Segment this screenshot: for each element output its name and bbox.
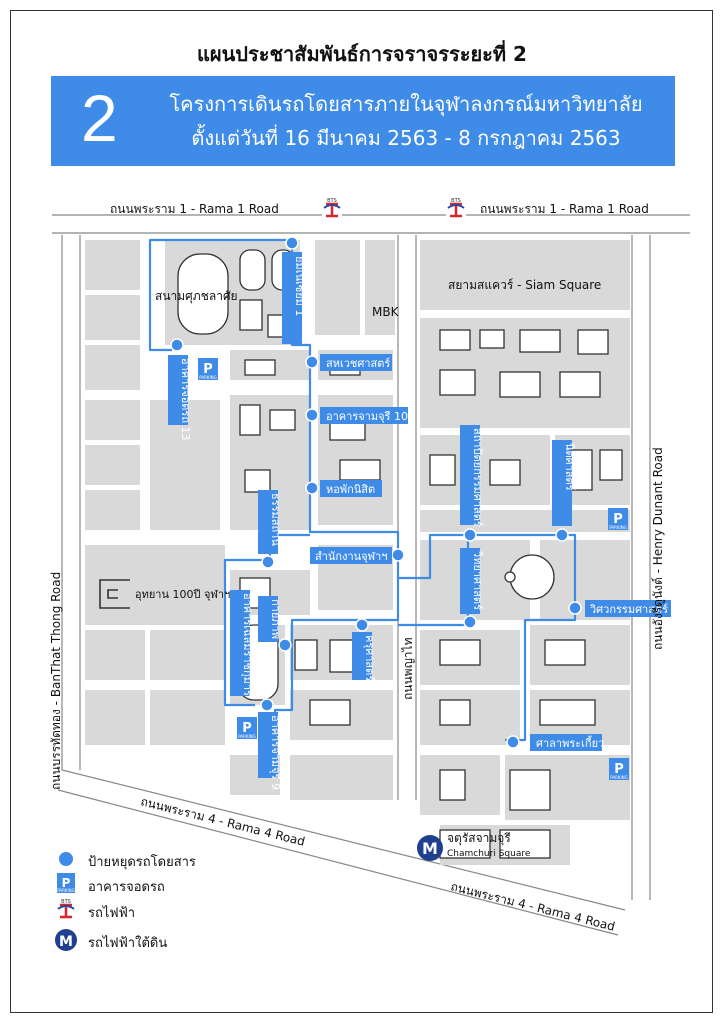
place-stadium: สนามศุภชลาศัย <box>155 289 238 304</box>
svg-text:PARKING: PARKING <box>609 525 627 530</box>
road-rama1-left: ถนนพระราม 1 - Rama 1 Road <box>110 202 279 216</box>
stop-label-engineering: วิศวกรรมศาสตร์ <box>589 603 668 616</box>
stop-label-parking13: อาคารจอดรถ 13 <box>179 358 192 440</box>
svg-text:BTS: BTS <box>451 198 461 204</box>
road-banthat: ถนนบรรทัดทอง - BanThat Thong Road <box>49 572 63 790</box>
stop-tags <box>168 252 671 778</box>
legend-parking-icon: P PARKING <box>57 873 75 893</box>
stop-label-chamchuri10: อาคารจามจุรี 10 <box>326 410 408 423</box>
banner-date-line: ตั้งแต่วันที่ 16 มีนาคม 2563 - 8 กรกฎาคม… <box>191 126 621 150</box>
legend-bts-icon: BTS <box>57 899 75 919</box>
place-centenary-park: อุทยาน 100ปี จุฬาฯ <box>135 588 230 601</box>
page-title: แผนประชาสัมพันธ์การจราจรระยะที่ 2 <box>197 42 527 66</box>
stop-label-dormitory: หอพักนิสิต <box>326 483 375 496</box>
svg-text:PARKING: PARKING <box>57 888 75 893</box>
svg-text:BTS: BTS <box>327 198 337 204</box>
banner-project-line: โครงการเดินรถโดยสารภายในจุฬาลงกรณ์มหาวิท… <box>169 92 643 116</box>
svg-text:P: P <box>203 362 213 377</box>
bus-stop-dots <box>170 236 582 749</box>
legend-stop-icon <box>59 852 73 866</box>
auditorium-outline <box>504 554 555 600</box>
svg-text:M: M <box>422 839 438 858</box>
place-chamchuri-th: จตุรัสจามจุรี <box>447 831 511 846</box>
building-outlines <box>177 249 623 859</box>
legend-mrt-label: รถไฟฟ้าใต้ดิน <box>88 936 168 951</box>
svg-text:PARKING: PARKING <box>238 734 256 739</box>
place-mbk: MBK <box>372 305 400 319</box>
svg-text:P: P <box>62 876 71 890</box>
place-siam-square: สยามสแควร์ - Siam Square <box>448 278 601 292</box>
place-chamchuri-en: Chamchuri Square <box>447 849 531 859</box>
stop-label-chamchuri9: อาคารจามจุรี 9 <box>269 715 282 790</box>
stop-label-law: นิติศาสตร์ <box>563 443 576 491</box>
road-rama4-left: ถนนพระราม 4 - Rama 4 Road <box>139 794 306 848</box>
legend-parking-label: อาคารจอดรถ <box>88 880 165 895</box>
route-banner: 2 โครงการเดินรถโดยสารภายในจุฬาลงกรณ์มหาว… <box>51 76 675 166</box>
legend-bts-label: รถไฟฟ้า <box>88 906 136 921</box>
map-frame <box>10 10 713 1013</box>
park-outline <box>99 579 130 609</box>
stop-label-phra-kiao: ศาลาพระเกี้ยว <box>536 735 604 750</box>
svg-text:PARKING: PARKING <box>199 375 217 380</box>
road-henry: ถนนอังรีดูนังต์ - Henry Dunant Road <box>651 447 666 650</box>
stop-label-science: วิทยาศาสตร์ <box>471 550 484 610</box>
parking-icon: P PARKING <box>608 508 628 530</box>
stop-label-chaloem: อาคารเฉลิมราชกุมารี <box>241 593 254 696</box>
svg-text:P: P <box>242 721 252 736</box>
parking-icon: P PARKING <box>198 358 218 380</box>
stop-label-allied-health: สหเวชศาสตร์ <box>326 357 390 370</box>
road-rama1-right: ถนนพระราม 1 - Rama 1 Road <box>480 202 649 216</box>
stop-label-physical: กายภาพ <box>269 599 282 639</box>
stop-label-architecture: สถาปัตยกรรมศาสตร์ <box>471 428 484 527</box>
road-phayathai: ถนนพญาไท <box>401 637 415 700</box>
city-blocks <box>85 240 630 865</box>
svg-text:P: P <box>614 762 624 777</box>
route-number: 2 <box>81 81 118 155</box>
svg-text:BTS: BTS <box>61 899 71 905</box>
parking-icon: P PARKING <box>609 758 629 780</box>
parking-icon: P PARKING <box>237 717 257 739</box>
bts-icon: BTS <box>322 198 342 220</box>
stop-label-education: ครุศาสตร์ <box>363 635 376 681</box>
bts-icon: BTS <box>446 198 466 220</box>
svg-text:P: P <box>613 512 623 527</box>
svg-text:M: M <box>59 934 73 950</box>
legend-stop-label: ป้ายหยุดรถโดยสาร <box>88 855 196 870</box>
legend-mrt-icon: M <box>55 929 77 951</box>
stop-label-dharmasathan: ธรรมสถาน <box>269 493 282 546</box>
svg-text:PARKING: PARKING <box>610 775 628 780</box>
stop-label-university-office: สำนักงานจุฬาฯ <box>315 550 387 563</box>
stop-label-gymnasium1: ยิมเนเซียม 1 <box>293 255 306 316</box>
mrt-icon: M <box>417 835 443 861</box>
road-edges <box>52 214 690 936</box>
